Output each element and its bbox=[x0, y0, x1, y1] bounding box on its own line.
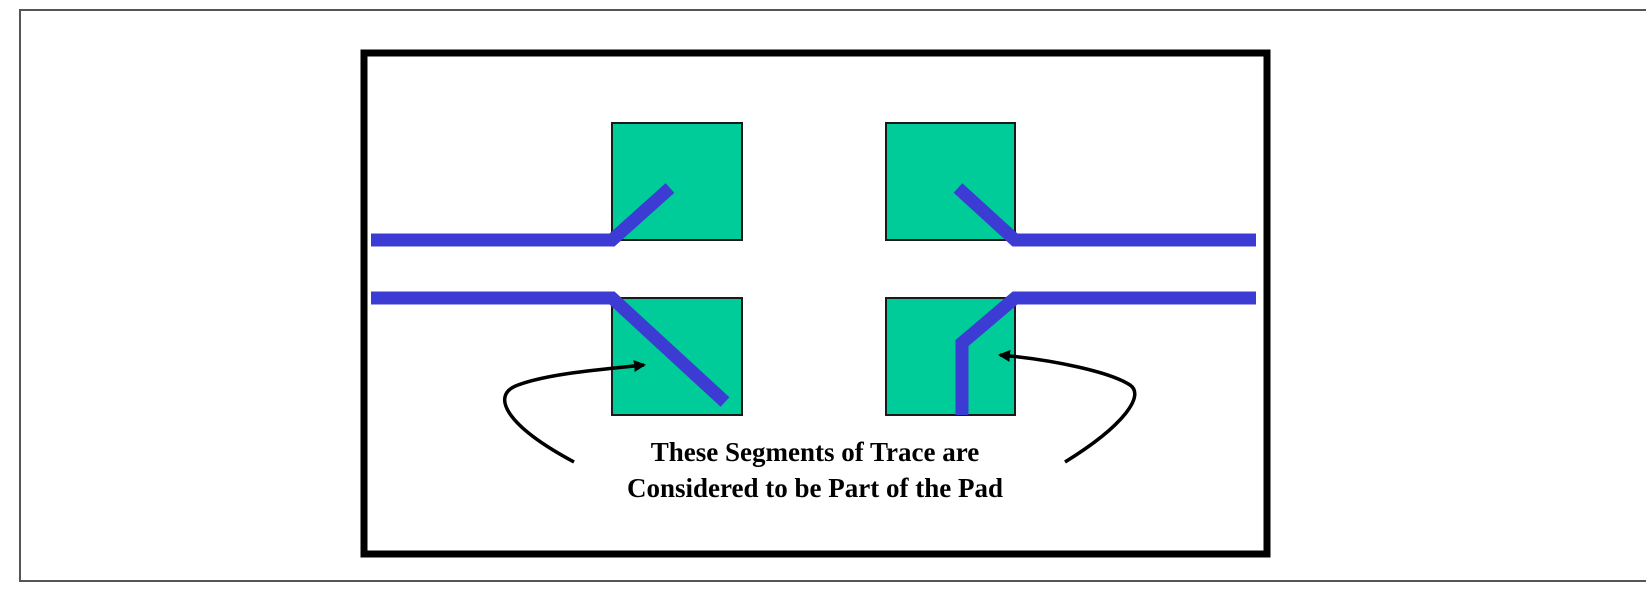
caption-line-2: Considered to be Part of the Pad bbox=[627, 473, 1003, 503]
trace-top-right bbox=[953, 183, 1256, 247]
caption-line-1: These Segments of Trace are bbox=[651, 437, 979, 467]
trace-top-left bbox=[371, 183, 675, 247]
arrow-right bbox=[998, 349, 1137, 464]
arrow-left bbox=[502, 360, 646, 464]
trace-bottom-left bbox=[371, 291, 730, 407]
trace-bottom-right bbox=[955, 291, 1256, 415]
